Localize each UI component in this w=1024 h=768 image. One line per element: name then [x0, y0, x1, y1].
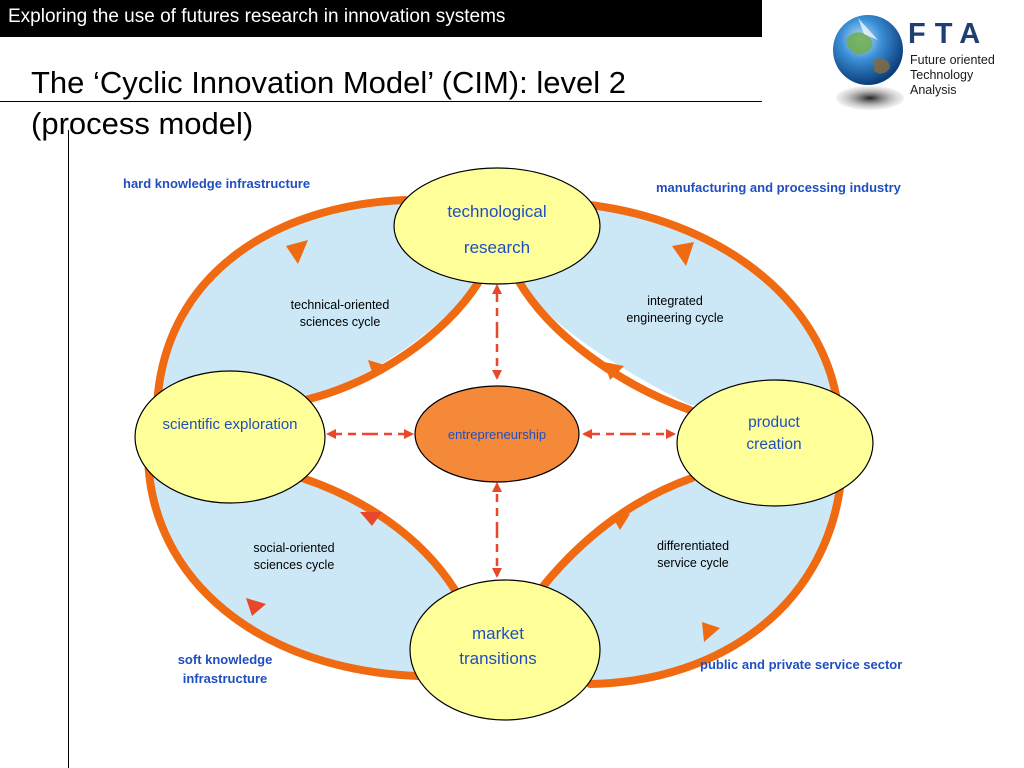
arrowhead-outer-bottom-right [702, 622, 720, 642]
cycle-differentiated-service-line-1: differentiated [656, 539, 730, 553]
cycle-differentiated-service-line-2: service cycle [657, 556, 729, 570]
cycle-technical-oriented: technical-oriented sciences cycle [260, 297, 420, 331]
nodes [134, 167, 874, 721]
node-label-technological: technological [447, 202, 547, 221]
arrowhead-inner-top-left [368, 360, 388, 378]
node-label-product: product [748, 414, 800, 431]
cycle-arrowheads [246, 240, 720, 642]
cycle-social-oriented-line-2: sciences cycle [253, 558, 335, 572]
inner-curves [298, 276, 696, 594]
header-bar: Exploring the use of futures research in… [0, 0, 762, 37]
header-text: Exploring the use of futures research in… [8, 6, 506, 27]
cycle-integrated-engineering-line-1: integrated [647, 294, 703, 308]
label-soft-knowledge: soft knowledge infrastructure [160, 650, 290, 688]
label-soft-knowledge-line-1: soft knowledge [177, 652, 273, 667]
cycle-integrated-engineering-line-2: engineering cycle [626, 311, 724, 325]
title-divider [0, 101, 762, 102]
node-label-market-transitions: market transitions [413, 621, 583, 671]
dashed-connectors [326, 284, 676, 578]
outer-arc-bottom-left [144, 451, 422, 680]
outer-ring [144, 196, 846, 688]
globe-icon [833, 15, 904, 110]
label-hard-knowledge: hard knowledge infrastructure [123, 176, 311, 191]
cycle-technical-oriented-line-1: technical-oriented [290, 298, 390, 312]
cycle-social-oriented-line-1: social-oriented [253, 541, 335, 555]
lobe-top-right [515, 205, 838, 405]
outer-arc-bottom-right [586, 466, 846, 688]
label-soft-knowledge-line-2: infrastructure [182, 671, 268, 686]
inner-curve-top-left [301, 279, 482, 404]
fta-logo: FTA Future oriented Technology Analysis [830, 10, 1015, 120]
cycle-differentiated-service: differentiated service cycle [613, 538, 773, 572]
arrowhead-inner-top-right [604, 362, 624, 380]
logo-subtitle: Future oriented Technology Analysis [910, 53, 1010, 98]
node-label-transitions: transitions [459, 649, 537, 668]
logo-mark: FTA [908, 18, 990, 50]
node-label-product-creation: product creation [694, 412, 854, 456]
cycle-social-oriented: social-oriented sciences cycle [214, 540, 374, 574]
inner-curve-bottom-left [298, 474, 459, 594]
inner-curve-top-right [514, 276, 694, 414]
arrowhead-outer-top-right [672, 242, 694, 266]
inner-curve-bottom-right [536, 474, 696, 594]
outer-arc-top-left [153, 196, 409, 409]
lobe-top-left [155, 198, 480, 400]
node-label-scientific-exploration: scientific exploration [162, 416, 298, 433]
logo-subtitle-line-2: Technology [910, 68, 974, 82]
label-public-private: public and private service sector [700, 657, 903, 672]
slide-title-line-1: The ‘Cyclic Innovation Model’ (CIM): lev… [31, 65, 626, 100]
arrowhead-inner-bottom-left [360, 512, 382, 526]
node-market-transitions [409, 579, 601, 721]
node-label-market: market [472, 624, 524, 643]
logo-subtitle-line-3: Analysis [910, 83, 957, 97]
node-label-creation: creation [746, 436, 802, 453]
left-divider [68, 130, 69, 768]
lobe-bottom-left [150, 450, 455, 675]
node-product-creation [676, 379, 874, 507]
outer-arc-top-right [586, 201, 840, 399]
node-label-entrepreneurship: entrepreneurship [447, 427, 547, 442]
node-entrepreneurship [414, 385, 580, 483]
node-label-technological-research: technological research [407, 194, 587, 266]
arrowhead-inner-bottom-right [612, 514, 630, 530]
node-label-research: research [463, 238, 531, 257]
cycle-technical-oriented-line-2: sciences cycle [299, 315, 381, 329]
arrowhead-outer-bottom-left [246, 598, 266, 616]
node-scientific-exploration [134, 370, 326, 504]
node-technological-research [393, 167, 601, 285]
label-manufacturing: manufacturing and processing industry [656, 180, 901, 195]
cycle-integrated-engineering: integrated engineering cycle [595, 293, 755, 327]
arrowhead-outer-top-left [286, 240, 308, 264]
logo-subtitle-line-1: Future oriented [910, 53, 995, 67]
